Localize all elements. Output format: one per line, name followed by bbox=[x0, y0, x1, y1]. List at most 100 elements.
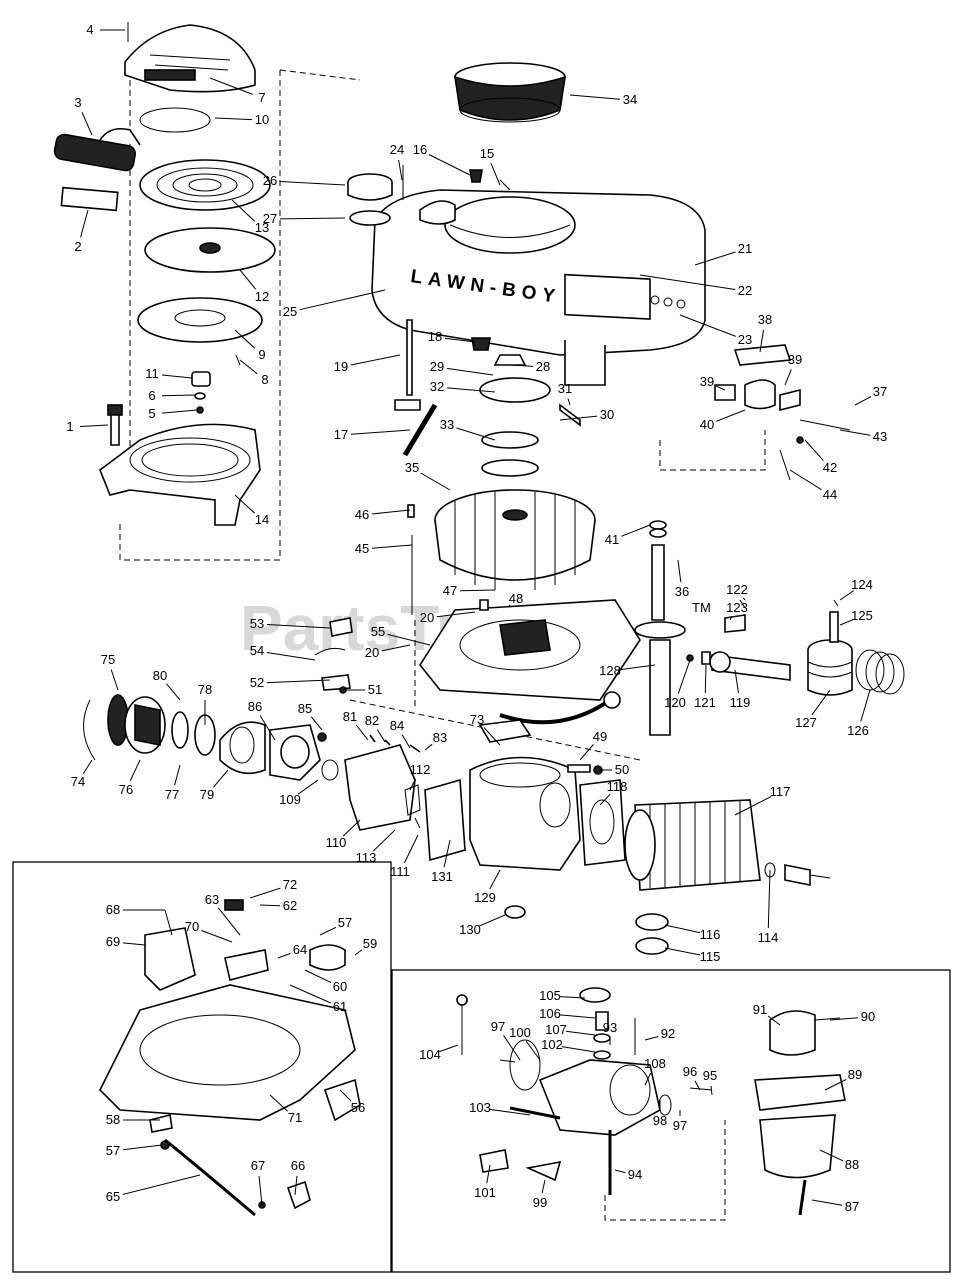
leader-line bbox=[559, 415, 598, 421]
leader-line bbox=[424, 743, 433, 751]
part-callout: 81 bbox=[343, 709, 357, 724]
part-callout: 122 bbox=[726, 582, 748, 597]
ignition-inset-box bbox=[12, 861, 392, 1273]
part-callout: 7 bbox=[258, 90, 265, 105]
part-callout: 80 bbox=[153, 668, 167, 683]
carburetor-inset-parts bbox=[456, 987, 846, 1221]
part-callout: 66 bbox=[291, 1158, 305, 1173]
leader-line bbox=[428, 154, 471, 176]
leader-line bbox=[277, 952, 291, 959]
leader-line bbox=[166, 683, 181, 701]
leader-line bbox=[266, 652, 316, 661]
fuel-tank-shroud: LAWN-BOY bbox=[371, 189, 706, 386]
screw-8 bbox=[235, 354, 241, 366]
part-callout: 28 bbox=[536, 359, 550, 374]
part-callout: 68 bbox=[106, 902, 120, 917]
part-callout: 91 bbox=[753, 1002, 767, 1017]
leader-line bbox=[644, 1036, 659, 1041]
part-callout: 5 bbox=[148, 406, 155, 421]
part-callout: 65 bbox=[106, 1189, 120, 1204]
part-callout: 52 bbox=[250, 675, 264, 690]
leader-line bbox=[161, 374, 193, 379]
part-callout: 123 bbox=[726, 600, 748, 615]
leader-line bbox=[350, 429, 411, 435]
piston-rings bbox=[855, 649, 905, 695]
leader-line bbox=[489, 1108, 531, 1116]
leader-line bbox=[767, 1015, 781, 1026]
leader-line bbox=[259, 904, 281, 907]
leader-line bbox=[677, 559, 682, 583]
part-callout: 47 bbox=[443, 583, 457, 598]
part-callout: 42 bbox=[823, 460, 837, 475]
leader-line bbox=[639, 274, 736, 290]
leader-line bbox=[266, 679, 331, 684]
leader-line bbox=[79, 424, 109, 427]
part-callout: 106 bbox=[539, 1006, 561, 1021]
leader-line bbox=[444, 337, 476, 343]
part-callout: 17 bbox=[334, 427, 348, 442]
leader-line bbox=[339, 1089, 352, 1102]
leader-line bbox=[483, 727, 501, 746]
leader-line bbox=[811, 1199, 843, 1206]
part-callout: 10 bbox=[255, 112, 269, 127]
leader-line bbox=[234, 329, 256, 349]
part-callout: 26 bbox=[263, 173, 277, 188]
leader-line bbox=[839, 590, 854, 601]
leader-line bbox=[716, 409, 746, 422]
fuel-hose bbox=[402, 403, 438, 457]
part-callout: 21 bbox=[738, 241, 752, 256]
pin-15 bbox=[499, 179, 511, 191]
part-callout: 9 bbox=[258, 347, 265, 362]
leader-line bbox=[694, 251, 736, 266]
leader-line bbox=[715, 385, 726, 391]
part-callout: 90 bbox=[861, 1009, 875, 1024]
leader-line bbox=[860, 689, 871, 722]
part-callout: 20 bbox=[365, 645, 379, 660]
leader-line bbox=[398, 159, 403, 181]
part-callout: 39 bbox=[788, 352, 802, 367]
leader-line bbox=[289, 984, 332, 1004]
carburetor-assembly bbox=[269, 724, 339, 781]
leader-line bbox=[297, 779, 319, 795]
part-callout: 87 bbox=[845, 1199, 859, 1214]
cylinder-gasket bbox=[579, 779, 626, 866]
part-callout: 56 bbox=[351, 1100, 365, 1115]
part-callout: 97 bbox=[491, 1019, 505, 1034]
leader-line bbox=[511, 364, 534, 367]
part-callout: 88 bbox=[845, 1157, 859, 1172]
leader-line bbox=[839, 619, 853, 626]
part-callout: 130 bbox=[459, 922, 481, 937]
leader-line bbox=[742, 597, 746, 601]
leader-line bbox=[249, 887, 281, 899]
leader-line bbox=[567, 398, 571, 406]
part-callout: 83 bbox=[433, 730, 447, 745]
leader-line bbox=[401, 734, 411, 749]
leader-line bbox=[559, 1014, 596, 1019]
leader-line bbox=[489, 869, 501, 890]
handle-insert bbox=[60, 186, 119, 212]
part-callout: 64 bbox=[293, 942, 307, 957]
leader-line bbox=[679, 314, 736, 337]
part-callout: 89 bbox=[848, 1067, 862, 1082]
leader-line bbox=[508, 604, 511, 607]
cylinder bbox=[624, 799, 761, 891]
leader-line bbox=[729, 616, 733, 621]
leader-line bbox=[239, 359, 258, 375]
spark-plug bbox=[764, 862, 831, 886]
rotary-valve-parts bbox=[83, 694, 266, 775]
leader-line bbox=[839, 429, 871, 436]
leader-line bbox=[381, 644, 411, 652]
leader-line bbox=[279, 217, 346, 220]
leader-line bbox=[174, 764, 181, 786]
part-callout: 95 bbox=[703, 1068, 717, 1083]
leader-line bbox=[614, 1169, 626, 1174]
part-callout: 78 bbox=[198, 682, 212, 697]
leader-line bbox=[503, 1035, 521, 1061]
leader-line bbox=[767, 869, 771, 929]
part-callout: 39 bbox=[700, 374, 714, 389]
part-callout: 3 bbox=[74, 95, 81, 110]
part-callout: 13 bbox=[255, 220, 269, 235]
part-callout: 43 bbox=[873, 429, 887, 444]
leader-line bbox=[371, 509, 411, 515]
part-callout: 44 bbox=[823, 487, 837, 502]
